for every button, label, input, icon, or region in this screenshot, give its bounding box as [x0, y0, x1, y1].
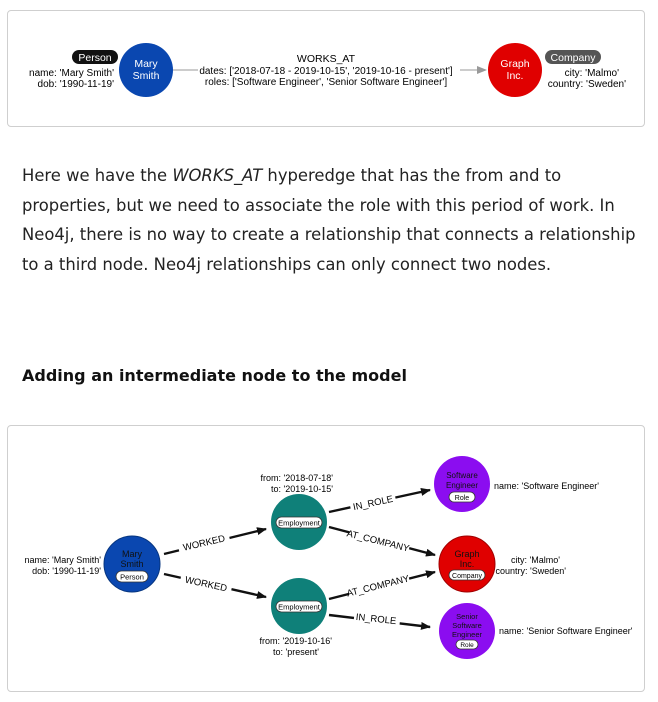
- person-node-name-2: Smith: [120, 559, 143, 569]
- role2-prop-name: name: 'Senior Software Engineer': [499, 626, 633, 636]
- role1-label: Role: [455, 495, 470, 502]
- role1-name-1: Software: [446, 471, 478, 480]
- company-node-name-2: Inc.: [507, 70, 524, 82]
- works-at-diagram: Person name: 'Mary Smith' dob: '1990-11-…: [7, 10, 645, 127]
- emp1-prop-to: to: '2019-10-15': [271, 484, 333, 494]
- worked-label-1-bg: [177, 530, 231, 555]
- person-prop-name: name: 'Mary Smith': [29, 68, 114, 79]
- emp2-prop-to: to: 'present': [273, 647, 319, 657]
- company-label-pill: [448, 569, 486, 581]
- worked-label-2-bg: [179, 571, 233, 596]
- rel-props-bg: [198, 63, 460, 89]
- paragraph-text-end: hyperedge that has the from and to prope…: [22, 166, 636, 274]
- person-label: Person: [120, 573, 144, 582]
- role2-name-3: Engineer: [452, 630, 483, 639]
- works-at-dates: dates: ['2018-07-18 - 2019-10-15', '2019…: [199, 66, 453, 77]
- company-prop-city: city: 'Malmo': [511, 555, 560, 565]
- intermediate-node-diagram: WORKED WORKED IN_ROLE AT_COMPANY AT_COMP…: [7, 425, 645, 692]
- role1-label-pill: [448, 491, 476, 503]
- works-at-type: WORKS_AT: [297, 53, 356, 65]
- paragraph-text-start: Here we have the: [22, 166, 173, 185]
- role2-name-1: Senior: [456, 612, 478, 621]
- person-label: Person: [78, 52, 111, 64]
- company-prop-city: city: 'Malmo': [565, 68, 619, 79]
- company-node[interactable]: [488, 43, 542, 97]
- at-company-label-2: AT_COMPANY: [346, 573, 411, 599]
- company-label: Company: [452, 573, 482, 580]
- company-prop-country: country: 'Sweden': [496, 566, 567, 576]
- role1-prop-name: name: 'Software Engineer': [494, 481, 599, 491]
- in-role-label-2: IN_ROLE: [355, 612, 397, 627]
- at-company-label-1-bg: [347, 526, 411, 555]
- emp2-prop-from: from: '2019-10-16': [260, 636, 333, 646]
- role1-name-2: Engineer: [446, 481, 478, 490]
- person-label-pill: [115, 570, 149, 583]
- person-node-name-1: Mary: [122, 549, 142, 559]
- company-prop-country: country: 'Sweden': [548, 79, 626, 90]
- person-label-pill: [72, 50, 118, 64]
- employment-label-pill-1: [275, 516, 323, 529]
- company-name-1: Graph: [454, 549, 479, 559]
- company-node-name-1: Graph: [500, 58, 529, 70]
- works-at-roles: roles: ['Software Engineer', 'Senior Sof…: [205, 77, 447, 88]
- explanation-paragraph: Here we have the WORKS_AT hyperedge that…: [22, 161, 638, 279]
- at-company-label-2-bg: [347, 571, 411, 600]
- company-label: Company: [551, 52, 597, 64]
- employment-label-2: Employment: [278, 603, 321, 612]
- in-role-label-1-bg: [349, 491, 397, 514]
- in-role-label-2-bg: [353, 609, 401, 628]
- role2-label-pill: [455, 639, 479, 650]
- at-company-label-1: AT_COMPANY: [345, 528, 410, 554]
- paragraph-emphasis: WORKS_AT: [172, 166, 263, 185]
- company-name-2: Inc.: [460, 559, 475, 569]
- role2-name-2: Software: [452, 621, 482, 630]
- person-node-name-2: Smith: [133, 70, 160, 82]
- role2-label: Role: [460, 642, 474, 649]
- section-heading: Adding an intermediate node to the model: [22, 366, 407, 385]
- person-node-name-1: Mary: [134, 58, 158, 70]
- person-prop-dob: dob: '1990-11-19': [32, 566, 101, 576]
- role-node-software-engineer[interactable]: [434, 456, 490, 512]
- emp1-prop-from: from: '2018-07-18': [261, 473, 334, 483]
- employment-label-pill-2: [275, 600, 323, 613]
- person-node[interactable]: [119, 43, 173, 97]
- role-node-senior-software-engineer[interactable]: [439, 603, 495, 659]
- person-prop-name: name: 'Mary Smith': [25, 555, 102, 565]
- company-label-pill: [545, 50, 601, 64]
- person-prop-dob: dob: '1990-11-19': [38, 79, 115, 90]
- employment-label-1: Employment: [278, 519, 321, 528]
